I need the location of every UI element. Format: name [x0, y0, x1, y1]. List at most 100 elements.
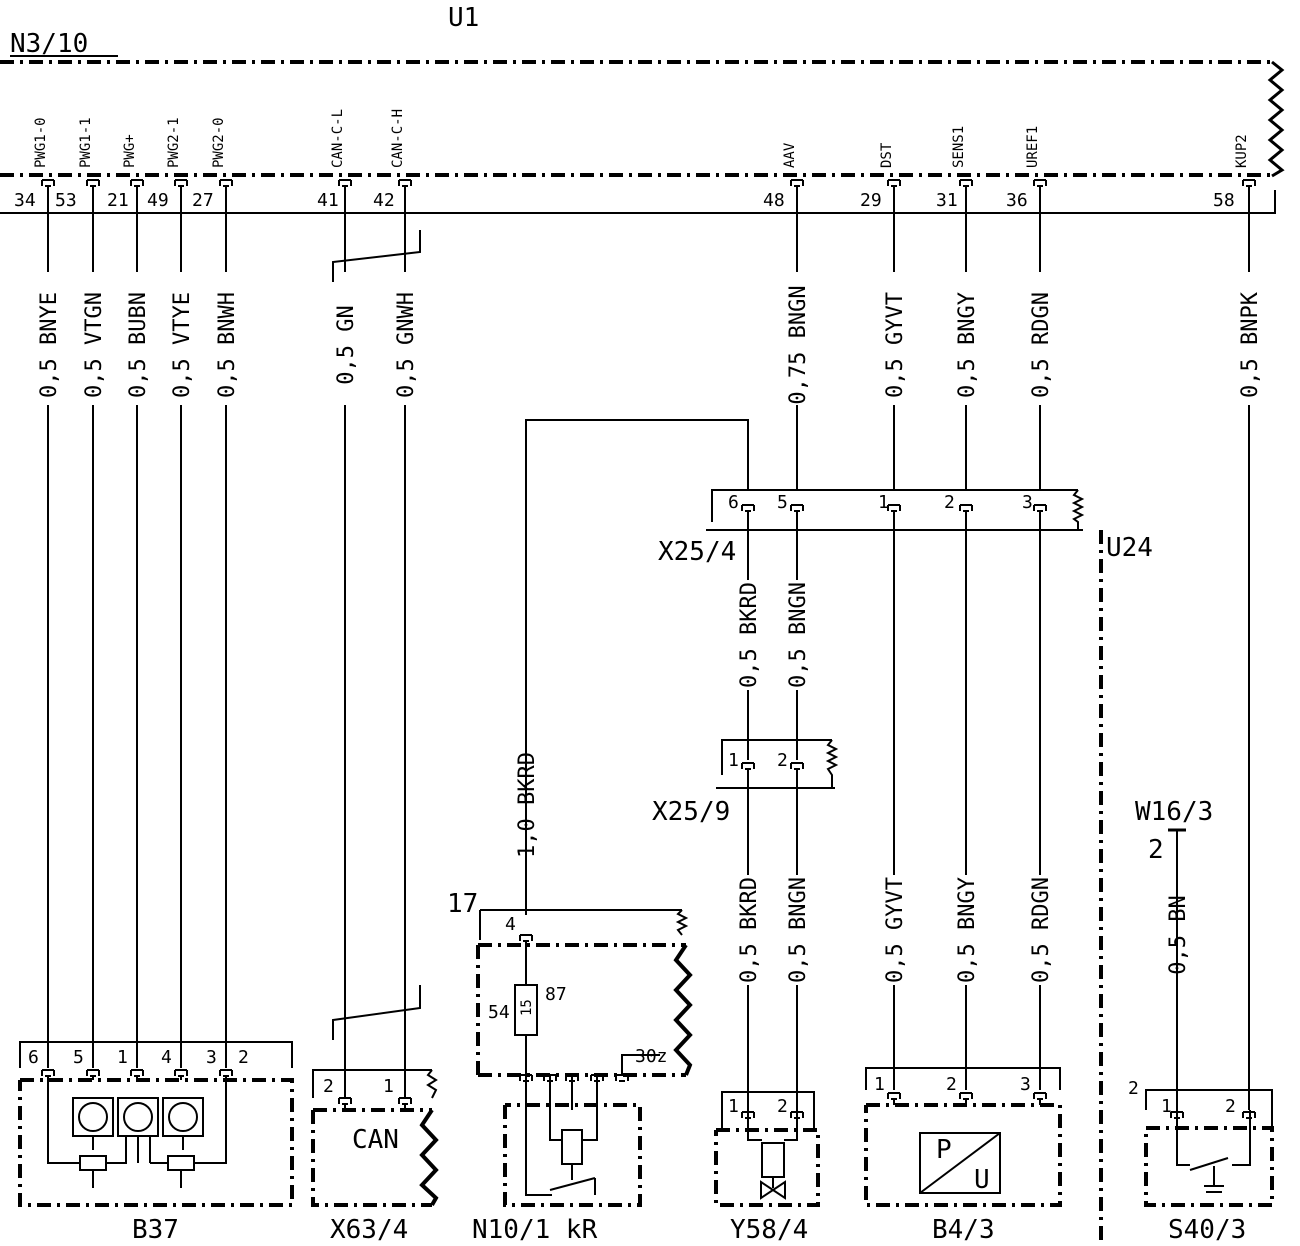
relay-ext-label: 30z — [635, 1046, 668, 1067]
x25-9-terminal — [790, 762, 804, 770]
s40-3-pin-number: 2 — [1128, 1078, 1139, 1099]
pin-signal-label: CAN-C-H — [390, 109, 406, 168]
pin-number: 58 — [1213, 190, 1235, 211]
wire-label: 0,5 BKRD — [737, 877, 762, 983]
b4-3-u: U — [974, 1165, 990, 1195]
b37-pin-number: 4 — [161, 1047, 172, 1068]
s40-3-label: S40/3 — [1168, 1215, 1246, 1245]
pin-number: 34 — [14, 190, 36, 211]
wire-label: 0,75 BNGN — [786, 285, 811, 404]
s40-3-pin-number: 2 — [1225, 1096, 1236, 1117]
b4-3-pin-number: 1 — [874, 1074, 885, 1095]
wire-label: 0,5 BNGN — [786, 877, 811, 983]
wire-label: 0,5 VTYE — [170, 292, 195, 398]
b37-terminal — [86, 1069, 100, 1077]
b37-pin-number: 2 — [238, 1047, 249, 1068]
top-pin-row: PWG1-034PWG1-153PWG+21PWG2-149PWG2-027CA… — [14, 109, 1256, 213]
wire-label: 0,5 BNGN — [786, 582, 811, 688]
pin-signal-label: AAV — [782, 142, 798, 168]
pin-signal-label: CAN-C-L — [330, 109, 346, 168]
wire-label: 0,5 BNWH — [215, 292, 240, 398]
x25-9-pin-number: 1 — [728, 750, 739, 771]
x63-4-inner: CAN — [352, 1125, 399, 1155]
wire-label: 0,5 GYVT — [883, 877, 908, 983]
pin-signal-label: PWG1-0 — [33, 117, 49, 168]
pin-number: 48 — [763, 190, 785, 211]
pin-terminal — [219, 179, 233, 187]
pin-terminal — [398, 179, 412, 187]
wire-label: 0,5 GNWH — [394, 292, 419, 398]
x25-9-label: X25/9 — [652, 797, 730, 827]
wire-label: 0,5 BNYE — [37, 292, 62, 398]
b4-3-label: B4/3 — [932, 1215, 995, 1245]
pin-number: 53 — [55, 190, 77, 211]
connector-x25-4: X25/4 — [658, 489, 1085, 567]
wire-label: 0,5 BN — [1166, 895, 1191, 974]
x63-4-terminal — [338, 1097, 352, 1105]
b37-pin-number: 1 — [117, 1047, 128, 1068]
b4-3-terminal — [1033, 1092, 1047, 1100]
component-b4-3: P U B4/3 — [864, 1067, 1062, 1245]
module-break-zigzag — [1267, 60, 1285, 178]
x25-9-terminal — [741, 762, 755, 770]
pin-terminal — [790, 179, 804, 187]
component-b37: B37 — [18, 1041, 294, 1245]
wire-label: 0,5 BNGY — [955, 877, 980, 983]
b37-terminal — [130, 1069, 144, 1077]
relay-coil-label: 15 — [519, 999, 535, 1016]
board-label: U1 — [448, 3, 479, 33]
w16-label: W16/3 — [1135, 797, 1213, 827]
x25-4-label: X25/4 — [658, 537, 736, 567]
pin-signal-label: PWG2-1 — [166, 117, 182, 168]
b37-pin-number: 3 — [206, 1047, 217, 1068]
component-s40-3: S40/3 — [1144, 1089, 1274, 1245]
x25-4-pin-number: 3 — [1022, 492, 1033, 513]
wire-label: 1,0 BKRD — [515, 752, 540, 858]
wire-label: 0,5 RDGN — [1029, 877, 1054, 983]
ground-w16-3: W16/3 2 — [1135, 797, 1213, 1110]
x25-4-pin-number: 5 — [777, 492, 788, 513]
x25-4-pin-number: 6 — [728, 492, 739, 513]
relay-pin-left: 54 — [488, 1002, 510, 1023]
pin-number: 41 — [317, 190, 339, 211]
x25-9-pin-number: 2 — [777, 750, 788, 771]
pin-number: 21 — [107, 190, 129, 211]
w16-pin: 2 — [1148, 835, 1164, 865]
pin-terminal — [174, 179, 188, 187]
pin-terminal — [1033, 179, 1047, 187]
pin-number: 42 — [373, 190, 395, 211]
x25-4-pin-number: 2 — [944, 492, 955, 513]
x25-4-terminal — [887, 504, 901, 512]
wire-label: 0,5 BNPK — [1238, 291, 1263, 398]
pin-number: 31 — [936, 190, 958, 211]
pin-signal-label: PWG2-0 — [211, 117, 227, 168]
u24-label: U24 — [1106, 533, 1153, 563]
pin-signal-label: KUP2 — [1234, 134, 1250, 168]
relay-pin-right: 87 — [545, 984, 567, 1005]
x63-4-label: X63/4 — [330, 1215, 408, 1245]
pin-strip — [0, 190, 1276, 214]
pin-terminal — [130, 179, 144, 187]
pin-terminal — [959, 179, 973, 187]
relay-assembly: 17 4 15 54 87 30z N10/1 kR — [447, 889, 693, 1245]
b4-3-pin-number: 2 — [946, 1074, 957, 1095]
b37-terminal — [174, 1069, 188, 1077]
x25-4-terminal — [1033, 504, 1047, 512]
wire-label: 0,5 BUBN — [126, 292, 151, 398]
wire-label: 0,5 BNGY — [955, 292, 980, 398]
x25-4-terminal — [959, 504, 973, 512]
y58-4-label: Y58/4 — [730, 1215, 808, 1245]
b37-label: B37 — [132, 1215, 179, 1245]
pin-terminal — [338, 179, 352, 187]
pin-signal-label: DST — [879, 142, 895, 168]
can-twist-top — [332, 230, 421, 282]
x63-4-pin-number: 2 — [323, 1076, 334, 1097]
wire-label: 0,5 GYVT — [883, 292, 908, 398]
s40-3-pin-number: 1 — [1161, 1096, 1172, 1117]
x25-4-terminal — [790, 504, 804, 512]
wire-label: 0,5 BKRD — [737, 582, 762, 688]
y58-4-pin-number: 2 — [777, 1096, 788, 1117]
b37-terminal — [41, 1069, 55, 1077]
